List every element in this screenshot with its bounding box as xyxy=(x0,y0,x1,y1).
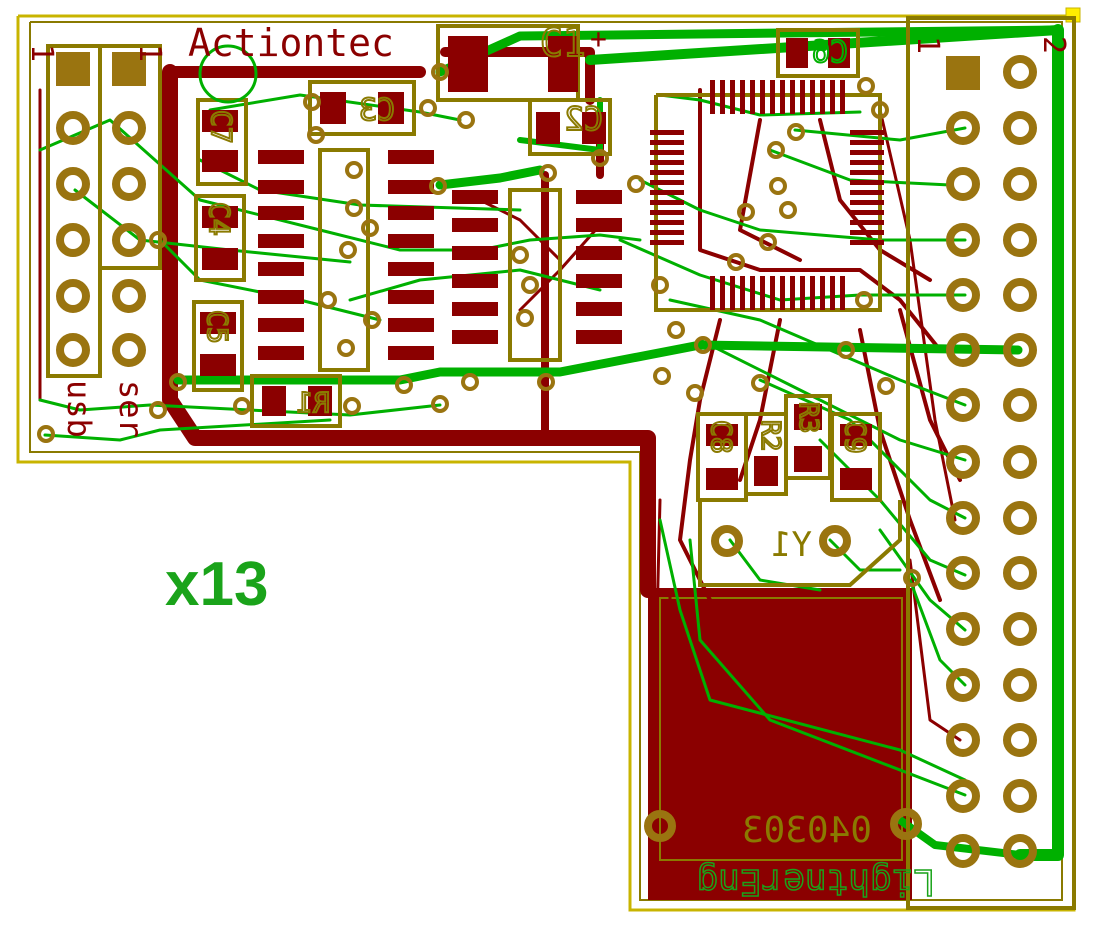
c5-label: C5 xyxy=(201,310,234,344)
header-usb-outline xyxy=(46,44,102,378)
c1-label: C1 xyxy=(540,21,586,65)
ic-u2-outline xyxy=(508,188,562,362)
header-pin1-left: 1 xyxy=(24,44,59,62)
right-connector-outline xyxy=(906,16,1076,910)
r2-label: R2 xyxy=(755,420,785,451)
smd-pads-left-ic xyxy=(258,150,434,360)
c7-label: C7 xyxy=(205,110,238,144)
c2-outline xyxy=(528,98,612,156)
date-code-label: 040303 xyxy=(742,810,872,851)
conn-pin2-label: 2 xyxy=(1036,36,1071,54)
c8-label: C8 xyxy=(705,420,738,454)
crystal-outline xyxy=(698,500,902,587)
y1-label: Y1 xyxy=(771,525,812,565)
header-ser-outline xyxy=(98,44,162,270)
ic-u1-outline xyxy=(318,148,370,372)
crystal-pads xyxy=(644,525,922,842)
silkscreen-outlines xyxy=(46,16,1076,910)
usb-label: usb xyxy=(60,380,98,438)
r3-outline xyxy=(784,394,832,480)
c3-label: C3 xyxy=(359,93,395,128)
copper-pour xyxy=(648,588,912,900)
c4-label: C4 xyxy=(203,202,236,236)
ser-label: ser xyxy=(112,380,150,438)
c5-outline xyxy=(192,300,244,392)
board-inner-outline xyxy=(29,21,1063,901)
footer-name-label: LightnerEng xyxy=(697,861,935,902)
qfp-outline xyxy=(654,93,882,312)
c9-label: C9 xyxy=(839,420,872,454)
c6-label: C6 xyxy=(812,35,848,70)
r1-outline xyxy=(250,374,342,428)
vias xyxy=(37,63,921,587)
led-outline xyxy=(198,44,258,104)
plus-label: + xyxy=(590,22,607,55)
smd-pads-caps xyxy=(200,36,872,490)
qfp-pads xyxy=(650,80,884,310)
brand-label: Actiontec xyxy=(188,21,394,65)
c6-outline xyxy=(776,28,860,78)
multiplier-label: x13 xyxy=(165,550,268,619)
c4-outline xyxy=(194,194,246,282)
left-header-pads xyxy=(56,52,146,367)
r1-label: R1 xyxy=(296,386,330,419)
right-connector-pads xyxy=(946,55,1037,868)
header-pin1-right: 1 xyxy=(132,44,167,62)
r3-label: R3 xyxy=(793,402,823,433)
conn-pin1-label: 1 xyxy=(910,36,945,54)
c2-label: C2 xyxy=(564,100,603,138)
smd-pads-mid-ic xyxy=(452,190,622,344)
